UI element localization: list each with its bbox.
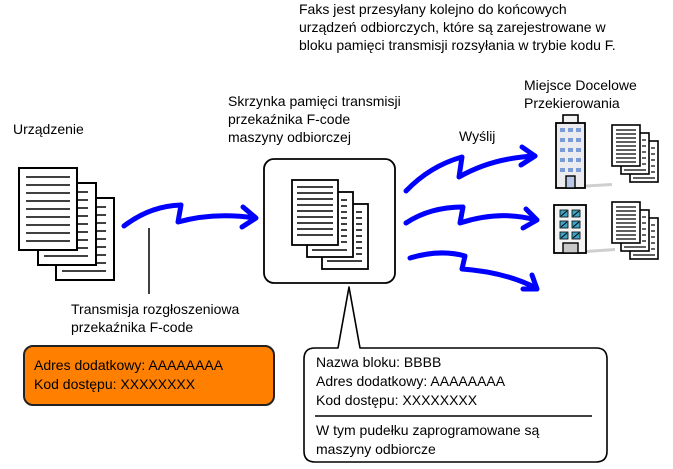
transmission-arrow-icon bbox=[121, 202, 259, 230]
description-line: bloku pamięci transmisji rozsyłania w tr… bbox=[299, 37, 616, 53]
document-stack-icon bbox=[611, 124, 659, 183]
sender-info-box: Adres dodatkowy: AAAAAAAA Kod dostępu: X… bbox=[23, 345, 275, 406]
destination-label: Miejsce Docelowe Przekierowania bbox=[524, 77, 637, 111]
broadcast-label: Transmisja rozgłoszeniowa przekaźnika F-… bbox=[71, 301, 240, 335]
block-name: Nazwa bloku: BBBB bbox=[316, 354, 442, 370]
info-callout bbox=[303, 286, 608, 463]
memory-box bbox=[263, 158, 396, 284]
box-passcode: Kod dostępu: XXXXXXXX bbox=[316, 392, 478, 408]
send-label: Wyślij bbox=[459, 128, 496, 144]
device-label: Urządzenie bbox=[13, 121, 84, 137]
memory-box-label: Skrzynka pamięci transmisji przekaźnika … bbox=[228, 93, 401, 145]
description-line: Faks jest przesyłany kolejno do końcowyc… bbox=[299, 1, 567, 17]
building-icon bbox=[555, 114, 612, 189]
sender-passcode: Kod dostępu: XXXXXXXX bbox=[34, 376, 196, 392]
building-icon bbox=[553, 204, 615, 254]
send-arrow-icon bbox=[407, 250, 540, 292]
box-note-text: W tym pudełku zaprogramowane są maszyny … bbox=[316, 422, 540, 457]
document-stack-icon bbox=[611, 201, 659, 260]
description-line: urządzeń odbiorczych, które są zarejestr… bbox=[299, 19, 606, 35]
document-page bbox=[18, 167, 78, 251]
document-stack-icon bbox=[291, 179, 369, 270]
document-stack-icon bbox=[18, 167, 115, 281]
description-text: Faks jest przesyłany kolejno do końcowyc… bbox=[299, 0, 616, 54]
box-sub-address: Adres dodatkowy: AAAAAAAA bbox=[316, 373, 506, 389]
send-arrow-icon bbox=[403, 144, 538, 194]
send-arrow-icon bbox=[403, 204, 540, 231]
sender-sub-address: Adres dodatkowy: AAAAAAAA bbox=[34, 357, 224, 373]
box-info-text: Nazwa bloku: BBBB Adres dodatkowy: AAAAA… bbox=[316, 353, 505, 410]
